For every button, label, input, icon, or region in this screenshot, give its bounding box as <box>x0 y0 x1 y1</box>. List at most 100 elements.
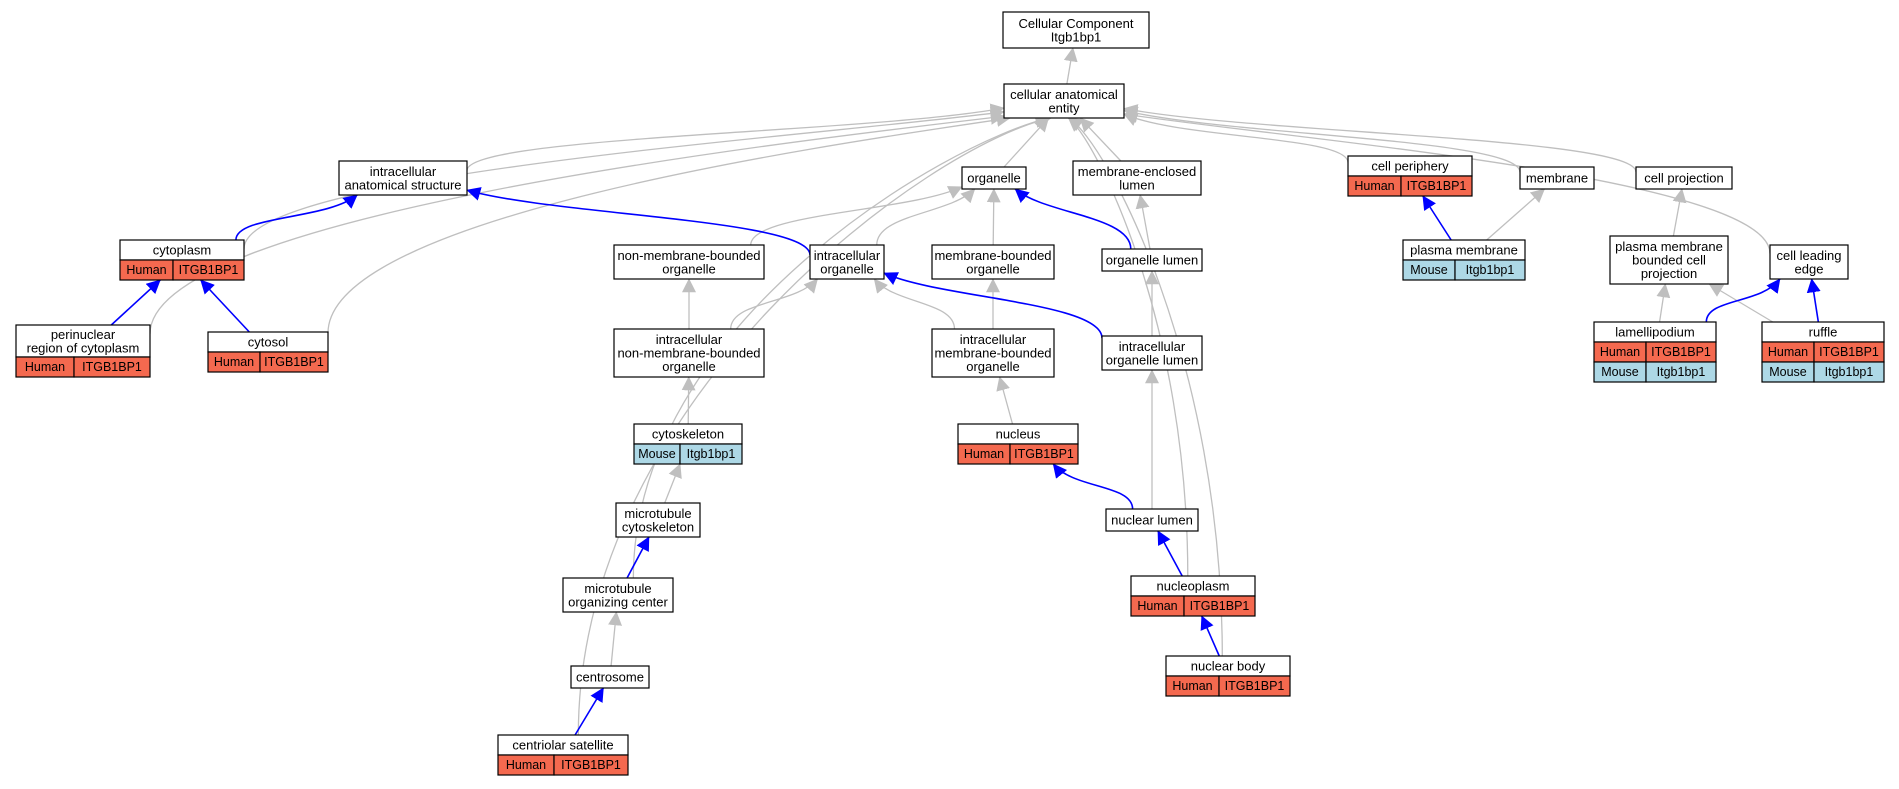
is-a-edge-perinuc-to-cae <box>149 110 1005 334</box>
is-a-edge-nucbody-to-cae <box>1068 117 1223 657</box>
term-label: nuclear lumen <box>1111 513 1193 528</box>
term-label: organelle <box>966 359 1020 374</box>
term-label: membrane <box>1526 171 1588 186</box>
is-a-edge-inmbo-to-intraorg <box>730 278 818 330</box>
is-a-edge-leadedge-to-cae <box>1123 109 1771 254</box>
part-of-edge-orglumen-to-organelle <box>1014 188 1132 250</box>
gene-cell <box>1183 595 1256 617</box>
term-label: organelle lumen <box>1106 253 1199 268</box>
gene-label: ITGB1BP1 <box>1014 447 1074 461</box>
gene-label: Itgb1bp1 <box>1825 365 1874 379</box>
term-box <box>961 166 1027 190</box>
term-label: organelle <box>820 261 874 276</box>
species-label: Mouse <box>1601 365 1639 379</box>
gene-cell <box>172 259 245 281</box>
term-label: membrane-enclosed <box>1078 164 1197 179</box>
gene-label: ITGB1BP1 <box>1225 679 1285 693</box>
part-of-edge-lamelli-to-leadedge <box>1705 278 1781 323</box>
term-label: organizing center <box>568 594 668 609</box>
gene-label: ITGB1BP1 <box>1407 179 1467 193</box>
term-box <box>1105 508 1199 532</box>
term-label: perinuclear <box>51 327 116 342</box>
term-label: cytoskeleton <box>622 519 694 534</box>
go-term-centrosome[interactable]: centrosome <box>570 665 650 689</box>
go-term-orglumen[interactable]: organelle lumen <box>1101 248 1203 272</box>
is-a-edge-ias-to-cae <box>466 103 1005 171</box>
is-a-edge-plasmamem-to-membrane <box>1486 188 1546 241</box>
term-box <box>613 328 765 378</box>
is-a-edge-imbo-to-intraorg <box>873 278 956 330</box>
part-of-edge-cytoplasm-to-ias <box>235 194 358 241</box>
gene-cell <box>679 443 743 465</box>
term-label: ruffle <box>1809 325 1838 340</box>
term-label: non-membrane-bounded <box>617 346 760 361</box>
term-box <box>1002 11 1150 49</box>
term-label: cell leading <box>1776 248 1841 263</box>
part-of-edge-intraorg-to-ias <box>466 187 811 256</box>
term-label: lumen <box>1119 177 1154 192</box>
term-box <box>931 328 1055 378</box>
edges-layer <box>110 47 1821 736</box>
term-label: nucleus <box>996 427 1041 442</box>
term-label: anatomical structure <box>344 177 461 192</box>
term-label: plasma membrane <box>1615 239 1723 254</box>
is-a-edge-pmbcp-to-cellproj <box>1672 188 1687 237</box>
gene-label: ITGB1BP1 <box>82 360 142 374</box>
term-label: nucleoplasm <box>1157 579 1230 594</box>
is-a-edge-intraorg-to-organelle <box>876 188 976 246</box>
species-label: Human <box>506 758 546 772</box>
term-label: intracellular <box>814 248 881 263</box>
term-label: Cellular Component <box>1019 16 1134 31</box>
is-a-edge-cytosol-to-cae <box>327 113 1011 334</box>
term-label: Itgb1bp1 <box>1051 29 1102 44</box>
term-box <box>1519 166 1595 190</box>
gene-label: ITGB1BP1 <box>561 758 621 772</box>
go-term-organelle[interactable]: organelle <box>961 166 1027 190</box>
go-term-cellproj[interactable]: cell projection <box>1635 166 1733 190</box>
go-term-membrane[interactable]: membrane <box>1519 166 1595 190</box>
term-label: non-membrane-bounded <box>617 248 760 263</box>
term-box <box>613 244 765 280</box>
go-term-inmbo[interactable]: intracellularnon-membrane-boundedorganel… <box>613 328 765 378</box>
part-of-edge-cytosol-to-cytoplasm <box>200 279 250 333</box>
go-term-nuclumen[interactable]: nuclear lumen <box>1105 508 1199 532</box>
part-of-edge-ruffle-to-leadedge <box>1806 278 1821 323</box>
term-box <box>615 502 701 538</box>
part-of-edge-nuclumen-to-nucleus <box>1052 463 1134 510</box>
is-a-edge-cellperiph-to-cae <box>1123 113 1349 163</box>
term-label: intracellular <box>370 164 437 179</box>
part-of-edge-iol-to-intraorg <box>883 272 1103 339</box>
is-a-edge-centrosome-to-mtoc <box>608 611 623 667</box>
species-label: Human <box>1768 345 1808 359</box>
gene-label: Itgb1bp1 <box>1466 263 1515 277</box>
